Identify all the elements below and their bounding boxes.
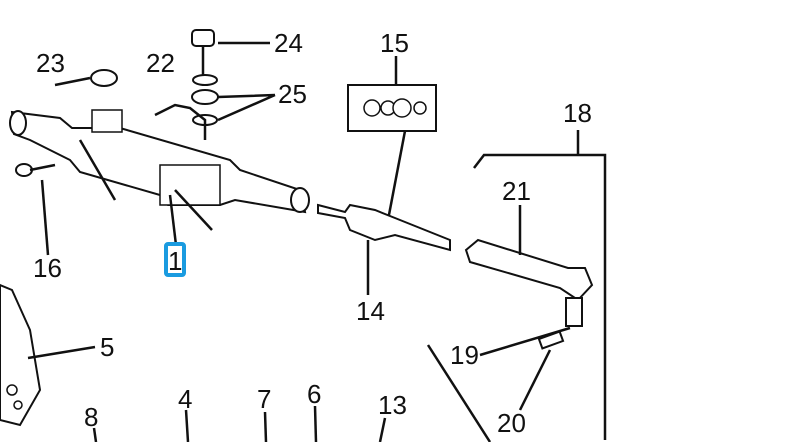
highlight-box-1[interactable] — [164, 242, 186, 277]
callout-6[interactable]: 6 — [307, 379, 321, 409]
lower-leaders — [92, 194, 387, 442]
callout-7[interactable]: 7 — [257, 384, 271, 414]
callout-8[interactable]: 8 — [84, 402, 98, 432]
steering-cylinder — [9, 109, 310, 231]
kit-15 — [347, 56, 437, 221]
callout-1[interactable]: 1 — [168, 246, 182, 276]
callout-23[interactable]: 23 — [36, 48, 65, 78]
callout-21[interactable]: 21 — [502, 176, 531, 206]
callout-20[interactable]: 20 — [497, 408, 526, 438]
callout-16[interactable]: 16 — [33, 253, 62, 283]
callout-24[interactable]: 24 — [274, 28, 303, 58]
callout-15[interactable]: 15 — [380, 28, 409, 58]
bolt-16 — [15, 163, 56, 256]
bolt-24 — [191, 29, 276, 126]
callout-18[interactable]: 18 — [563, 98, 592, 128]
bracket-5 — [0, 283, 96, 427]
tie-rod-14 — [317, 203, 451, 295]
callout-4[interactable]: 4 — [178, 384, 192, 414]
callout-5[interactable]: 5 — [100, 332, 114, 362]
callout-19[interactable]: 19 — [450, 340, 479, 370]
callout-22[interactable]: 22 — [146, 48, 175, 78]
callout-25[interactable]: 25 — [278, 79, 307, 109]
tie-rod-end-18 — [426, 130, 607, 442]
callout-13[interactable]: 13 — [378, 390, 407, 420]
fittings-22-23 — [54, 69, 207, 140]
callout-14[interactable]: 14 — [356, 296, 385, 326]
